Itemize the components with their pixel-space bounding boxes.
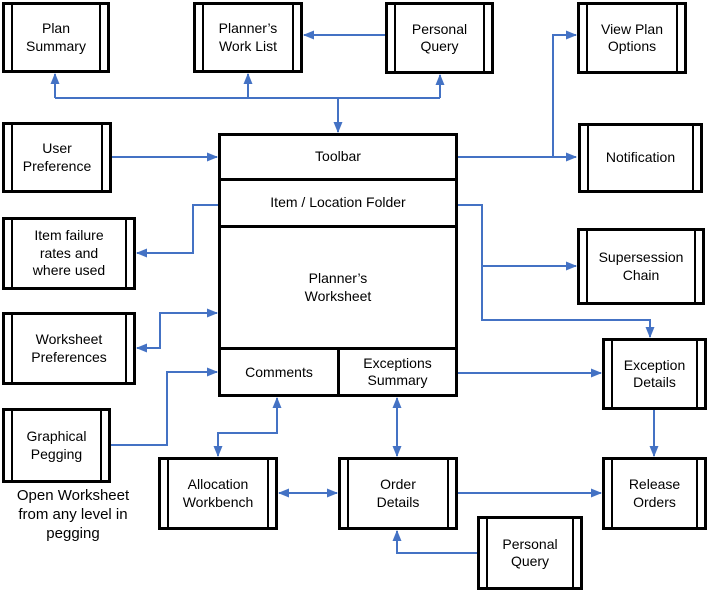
section-comments-label: Comments xyxy=(245,364,313,380)
section-planners-worksheet: Planner’s Worksheet xyxy=(221,228,455,350)
node-supersession-chain-label: Supersession Chain xyxy=(598,249,684,283)
section-item-location-folder-label: Item / Location Folder xyxy=(270,194,406,211)
node-personal-query-top-label: Personal Query xyxy=(411,20,468,55)
arrow-worksheet-to-preferences xyxy=(136,313,161,353)
node-release-orders-label: Release Orders xyxy=(628,476,681,510)
section-exceptions-summary-label: Exceptions Summary xyxy=(363,354,432,389)
node-exception-details-label: Exception Details xyxy=(623,356,686,391)
node-notification-label: Notification xyxy=(605,149,676,166)
node-order-details: Order Details xyxy=(338,457,458,530)
node-worksheet-preferences-label: Worksheet Preferences xyxy=(31,331,107,365)
node-item-failure-rates-label: Item failure rates and where used xyxy=(32,227,106,279)
node-exception-details: Exception Details xyxy=(602,338,707,410)
node-personal-query-bottom: Personal Query xyxy=(477,516,583,590)
arrow-comments-to-allocation xyxy=(213,432,277,457)
node-graphical-pegging: Graphical Pegging xyxy=(2,408,111,483)
section-toolbar-label: Toolbar xyxy=(315,148,361,165)
node-plan-summary: Plan Summary xyxy=(2,2,110,73)
section-item-location-folder: Item / Location Folder xyxy=(221,181,455,228)
panel-planners-worksheet: Toolbar Item / Location Folder Planner’s… xyxy=(218,133,458,397)
node-worksheet-preferences: Worksheet Preferences xyxy=(2,312,136,385)
arrow-toolbar-to-view-plan-options xyxy=(552,30,577,157)
arrow-preferences-to-worksheet xyxy=(159,308,218,348)
node-order-details-label: Order Details xyxy=(376,476,420,510)
node-item-failure-rates: Item failure rates and where used xyxy=(2,217,136,290)
node-allocation-workbench-label: Allocation Workbench xyxy=(182,476,254,510)
node-view-plan-options-label: View Plan Options xyxy=(600,20,663,55)
node-planners-work-list-label: Planner’s Work List xyxy=(218,20,278,54)
section-exceptions-summary: Exceptions Summary xyxy=(340,350,455,394)
node-user-preference: User Preference xyxy=(2,122,112,193)
node-user-preference-label: User Preference xyxy=(22,140,92,174)
node-allocation-workbench: Allocation Workbench xyxy=(158,457,278,530)
arrow-personal-query-to-order-details xyxy=(392,530,477,554)
node-planners-work-list: Planner’s Work List xyxy=(193,2,303,73)
node-graphical-pegging-label: Graphical Pegging xyxy=(26,428,87,462)
node-personal-query-top: Personal Query xyxy=(385,2,494,74)
arrow-folder-to-item-failure xyxy=(136,204,218,258)
node-supersession-chain: Supersession Chain xyxy=(577,228,705,305)
arrow-allocation-to-comments xyxy=(217,397,282,454)
caption-open-worksheet: Open Worksheet from any level in pegging xyxy=(16,487,130,542)
section-toolbar: Toolbar xyxy=(221,136,455,181)
node-personal-query-bottom-label: Personal Query xyxy=(502,535,558,570)
node-view-plan-options: View Plan Options xyxy=(577,2,687,74)
section-planners-worksheet-label: Planner’s Worksheet xyxy=(304,270,372,304)
section-bottom-row: Comments Exceptions Summary xyxy=(221,350,455,394)
section-comments: Comments xyxy=(221,350,340,394)
node-release-orders: Release Orders xyxy=(602,457,707,530)
node-plan-summary-label: Plan Summary xyxy=(26,20,86,54)
node-notification: Notification xyxy=(578,123,703,193)
